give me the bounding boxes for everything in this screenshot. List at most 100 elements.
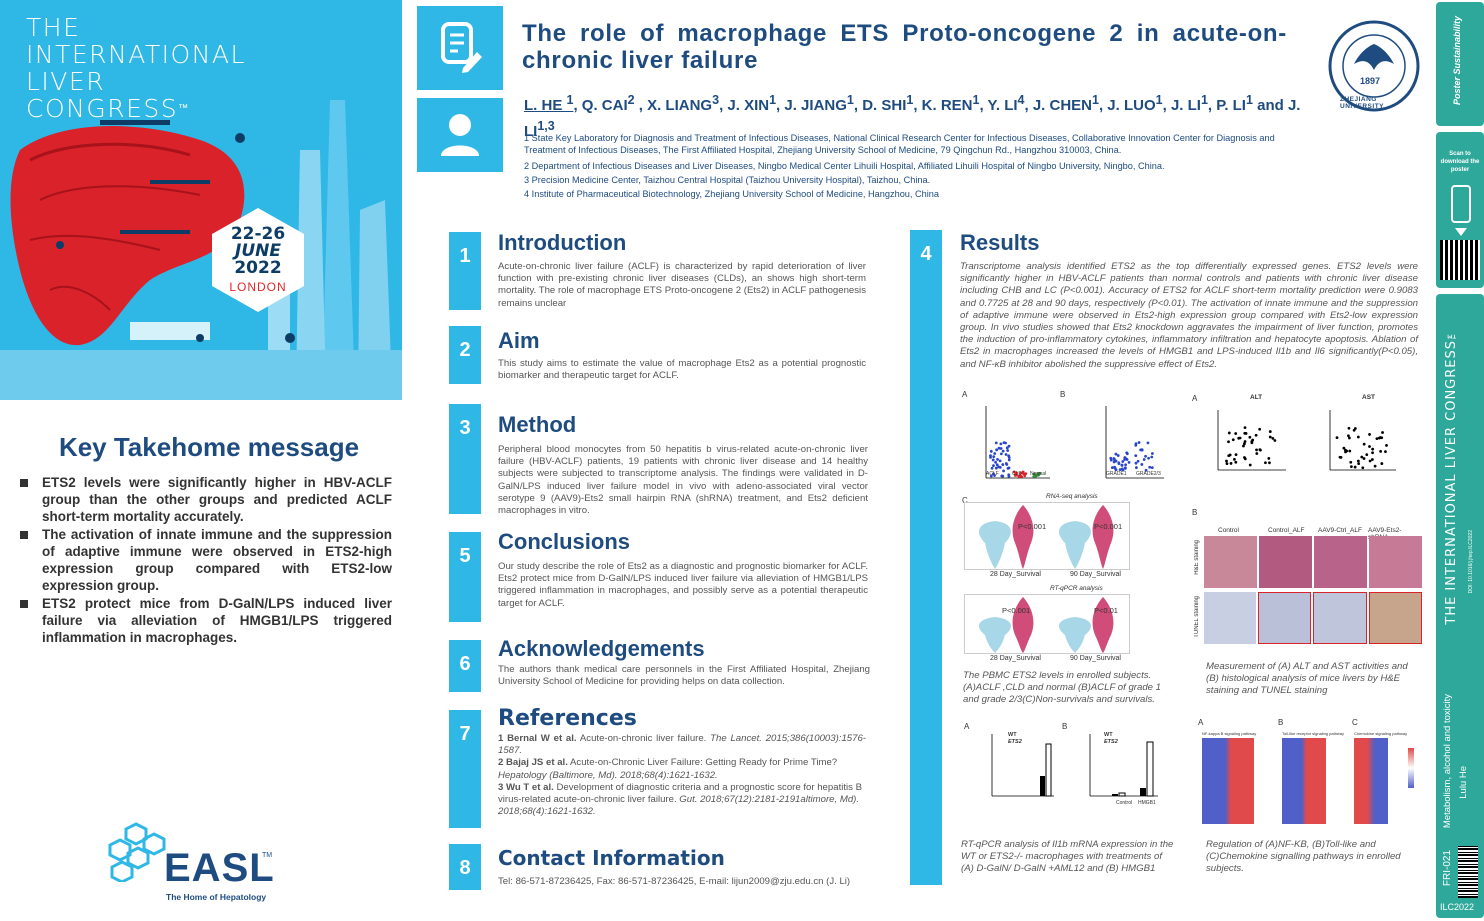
scatter-point [1002,469,1005,473]
panel-label: B [1278,718,1284,727]
legend-label: WT [1104,732,1113,738]
rna-seq-violin [964,502,1130,570]
easl-wordmark: EASL [164,846,275,890]
scatter-point [1134,461,1138,465]
scatter-point [1248,435,1252,439]
university-year: 1897 [1360,76,1381,86]
contact-text: Tel: 86-571-87236425, Fax: 86-571-872364… [498,876,851,887]
scatter-point [997,446,1001,450]
histology-image [1368,592,1422,644]
scatter-point [1005,446,1009,450]
qr-code[interactable] [1440,240,1480,280]
scatter-point [1004,441,1007,445]
scatter-point [1006,449,1010,452]
scatter-point [1385,444,1388,447]
scatter-point [993,452,997,455]
scatter-point [1021,470,1025,474]
tick-label: ACLF [986,471,999,477]
panel-label: A [962,390,968,399]
scatter-plots [985,406,1164,479]
scatter-point [1001,463,1005,466]
scatter-point [1356,459,1360,463]
university-name: ZHEJIANG UNIVERSITY [1340,96,1385,110]
scatter-point [1227,431,1231,435]
scatter-point [1136,459,1140,463]
scatter-point [1368,433,1371,436]
scatter-point [1371,447,1375,451]
panel-label: C [962,496,968,505]
scatter-point [989,456,992,459]
scatter-point [1004,453,1008,456]
scatter-point [1113,458,1116,461]
affiliation-1: 1 State Key Laboratory for Diagnosis and… [524,133,1275,155]
scatter-point [1225,459,1228,463]
trademark: ™ [178,103,190,114]
scatter-point [993,474,996,477]
scatter-point [1144,468,1148,472]
section-number: 2 [449,326,481,384]
row-label: TUNEL staining [1194,596,1200,638]
scatter-point [1134,442,1138,446]
scatter-point [1243,457,1247,461]
scatter-point [1024,472,1028,476]
key-message-item: ETS2 protect mice from D-GalN/LPS induce… [20,595,392,646]
easl-tm: TM [262,852,273,859]
section-number: 3 [449,404,481,514]
person-icon [441,114,479,156]
scatter-point [1140,463,1144,466]
download-qr-panel: Scan to download the poster [1436,132,1484,288]
scatter-point [1144,454,1147,458]
phone-icon [1451,185,1471,236]
section-number: 8 [449,844,481,890]
legend-label: ETS2 [1104,739,1118,745]
scatter-point [994,466,998,470]
scatter-point [1037,473,1041,477]
section-number: 7 [449,710,481,828]
scatter-point [1381,431,1384,434]
scatter-point [1268,461,1271,465]
scatter-point [1237,436,1241,440]
affiliation-3: 3 Precision Medicine Center, Taizhou Cen… [524,175,931,185]
key-message-item: The activation of innate immune and the … [20,526,392,594]
scatter-point [1267,457,1271,460]
scatter-point [1234,432,1238,435]
scatter-point [1120,467,1124,471]
liver-city-illustration [0,100,402,400]
heatmap-title: NF-kappa B signaling pathway [1202,731,1257,736]
scatter-point [1146,441,1150,445]
scatter-point [1118,468,1122,472]
scatter-point [1233,457,1236,461]
scatter-point [1349,465,1353,469]
scatter-point [1227,440,1230,444]
scatter-point [1109,458,1113,462]
date-hexagon: 22-26 JUNE 2022 LONDON [212,208,304,312]
document-icon-box [417,6,503,90]
scatter-point [1273,439,1277,442]
scatter-point [999,442,1003,446]
scatter-point [995,463,999,467]
scatter-point [1255,452,1259,455]
heatmap-b [1282,738,1326,824]
histology-image [1204,536,1257,588]
scatter-point [1234,453,1238,457]
poster-authors: L. HE 1, Q. CAI2 , X. LIANG3, J. XIN1, J… [524,93,1301,140]
reference-item: 1 Bernal W et al. Acute-on-chronic liver… [498,733,867,757]
scatter-point [989,474,993,478]
scatter-point [991,458,995,462]
chart-title: AST [1362,394,1375,401]
university-seal-icon [1328,20,1420,112]
qpcr-violin [964,594,1130,654]
histology-image [1369,536,1422,588]
column-label: Control [1218,527,1239,534]
scatter-point [1034,474,1038,478]
panel-label: C [1352,718,1358,727]
panel-label: A [964,722,970,731]
scatter-point [1243,426,1247,430]
references-list: 1 Bernal W et al. Acute-on-chronic liver… [498,733,866,818]
aim-heading: Aim [498,328,540,353]
conclusions-text: Our study describe the role of Ets2 as a… [498,561,868,609]
axis-label: 28 Day_Survival [990,571,1041,578]
document-edit-icon [441,22,482,73]
congress-city: LONDON [229,280,287,294]
column-label: AAV9-Ctrl_ALF [1318,527,1362,534]
